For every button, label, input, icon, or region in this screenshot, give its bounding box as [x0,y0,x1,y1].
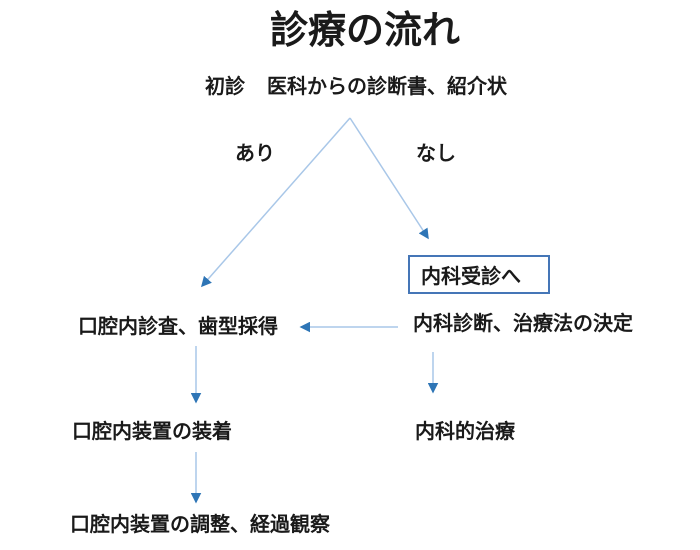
node-referral: 医科からの診断書、紹介状 [267,76,507,98]
branch-label-no: なし [416,143,456,165]
node-oral-exam: 口腔内診査、歯型採得 [78,316,278,338]
arrow-branch-left [201,117,351,288]
node-internal-treatment: 内科的治療 [415,421,515,443]
branch-label-yes: あり [235,143,275,165]
node-first-visit: 初診 [205,76,245,98]
node-internal-diagnosis: 内科診断、治療法の決定 [413,313,633,335]
page-title: 診療の流れ [269,10,460,52]
node-appliance-fitting: 口腔内装置の装着 [72,421,232,443]
arrow-branch-right [349,117,429,240]
node-internal-medicine-visit-label: 内科受診へ [421,266,521,288]
node-appliance-adjustment: 口腔内装置の調整、経過観察 [70,514,330,536]
node-internal-medicine-visit-box: 内科受診へ [408,255,550,294]
